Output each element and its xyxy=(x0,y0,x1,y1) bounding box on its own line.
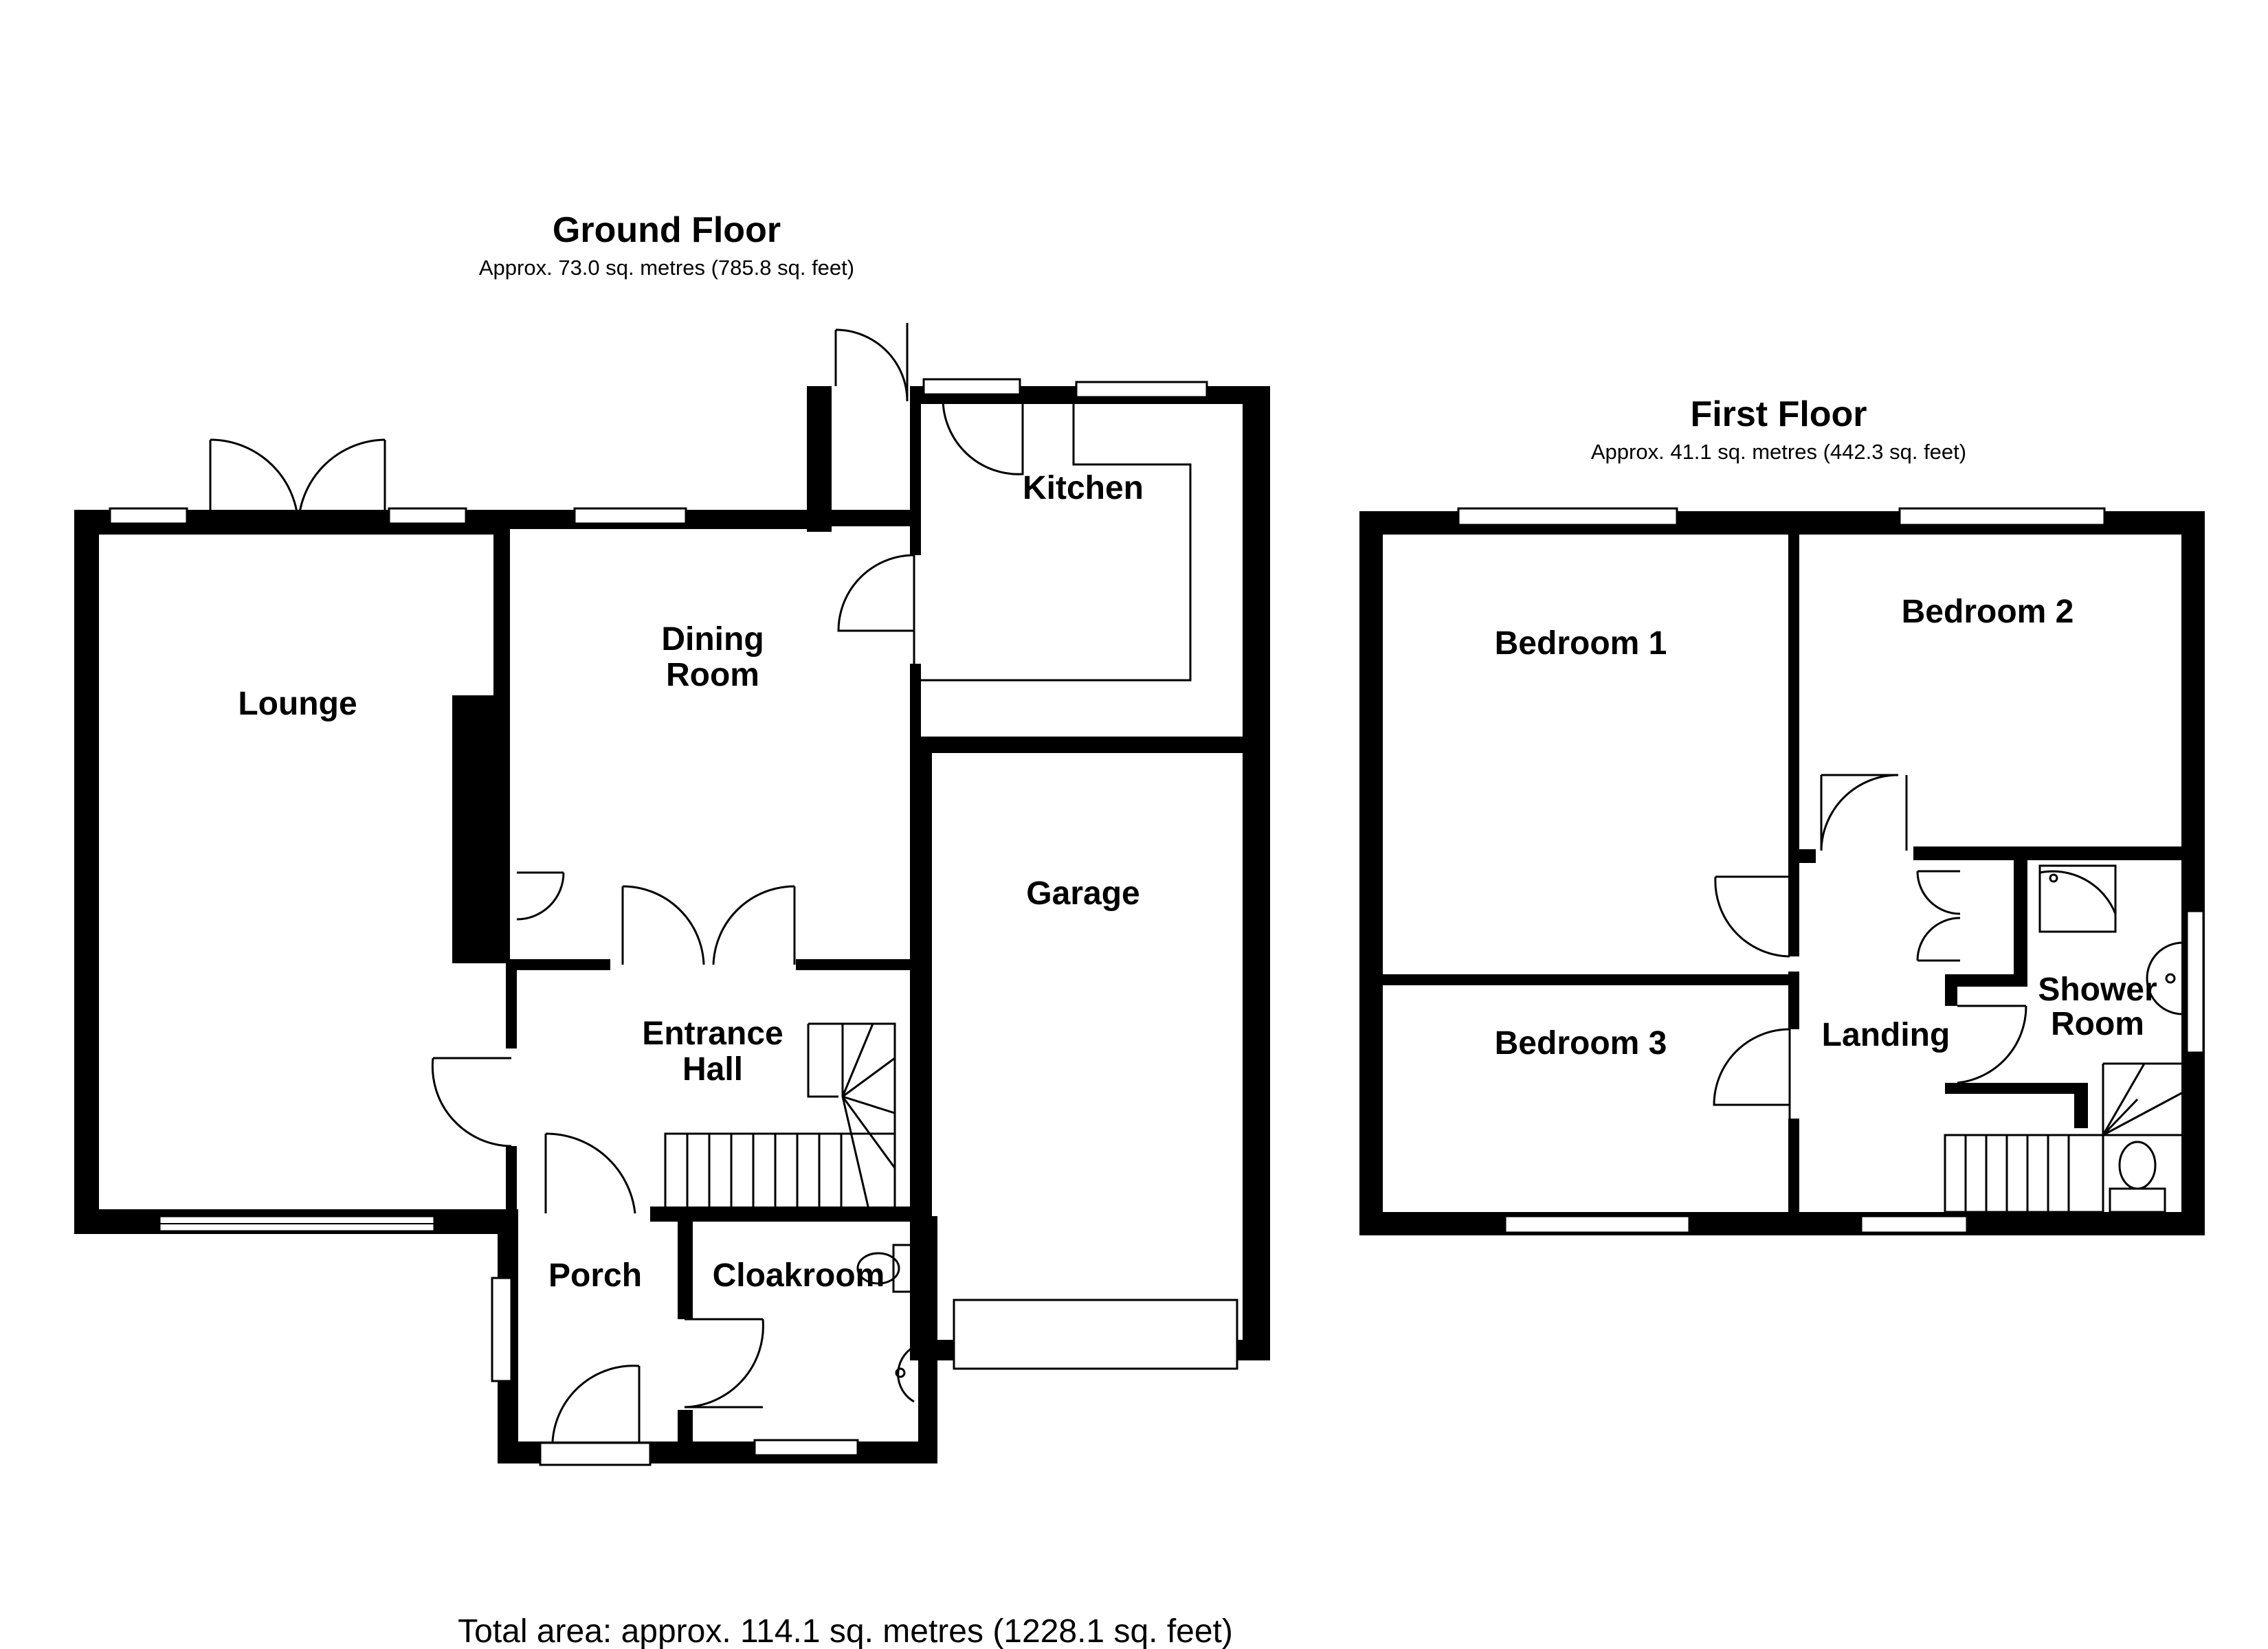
room-label-kitchen: Kitchen xyxy=(1023,470,1144,506)
lounge-east-wall-mid xyxy=(506,963,517,1048)
room-label-entrance-1: Entrance xyxy=(642,1016,783,1052)
first-east-wall xyxy=(2181,511,2205,1235)
room-label-dining-1: Dining xyxy=(661,621,764,658)
bedroom2-door xyxy=(1820,774,1908,851)
hall-south-wall xyxy=(650,1207,932,1222)
bedroom3-door xyxy=(1713,1028,1791,1119)
bed2-door-jamb-left xyxy=(1788,849,1816,863)
ground-floor-title: Ground Floor xyxy=(553,210,781,250)
ground-floor-area: Approx. 73.0 sq. metres (785.8 sq. feet) xyxy=(479,256,854,280)
cupboard-east-wall xyxy=(2014,860,2027,983)
bedroom1-window xyxy=(1457,507,1678,526)
cloakroom-east-wall xyxy=(918,1216,937,1458)
room-label-landing: Landing xyxy=(1822,1017,1950,1053)
total-area: Total area: approx. 114.1 sq. metres (12… xyxy=(458,1613,1233,1649)
landing-west-wall-upper xyxy=(1788,863,1799,956)
first-west-wall xyxy=(1359,511,1383,1235)
kitchen-worktop xyxy=(921,399,1192,682)
shower-tray xyxy=(2038,864,2117,933)
first-floor-plan: First Floor Approx. 41.1 sq. metres (442… xyxy=(1359,394,2205,1235)
room-label-bedroom3: Bedroom 3 xyxy=(1495,1025,1667,1062)
room-label-porch: Porch xyxy=(548,1257,642,1294)
shower-room-door xyxy=(1957,1005,2027,1084)
hall-west-door xyxy=(431,1057,512,1147)
room-label-bedroom1: Bedroom 1 xyxy=(1495,625,1667,662)
room-label-entrance-2: Hall xyxy=(682,1051,743,1088)
first-floor-area: Approx. 41.1 sq. metres (442.3 sq. feet) xyxy=(1591,440,1966,464)
room-label-lounge: Lounge xyxy=(238,686,357,722)
dining-east-wall-top xyxy=(910,386,921,555)
room-label-bedroom2: Bedroom 2 xyxy=(1902,594,2074,630)
hall-east-wall xyxy=(910,959,932,1213)
porch-front-door xyxy=(551,1365,641,1442)
stairs-ground xyxy=(664,1022,896,1211)
kitchen-step-wall xyxy=(807,386,832,532)
bed1-bed2-wall xyxy=(1788,535,1799,863)
garage-east-wall xyxy=(1243,386,1270,1360)
front-door-threshold xyxy=(539,1442,652,1466)
shower-stair-stub xyxy=(2074,1083,2088,1128)
entrance-french-doors xyxy=(621,885,796,965)
cloakroom-door xyxy=(684,1318,764,1409)
bed1-bed3-wall xyxy=(1383,974,1797,985)
shower-wall-stub-lower xyxy=(1945,1083,1957,1094)
shower-south-wall xyxy=(1957,1083,2074,1094)
lounge-french-doors xyxy=(209,438,386,528)
landing-west-wall-mid xyxy=(1788,972,1799,1029)
landing-window xyxy=(1860,1215,1968,1234)
bed2-south-wall xyxy=(1913,846,2188,860)
cupboard-south-wall xyxy=(1945,974,2027,987)
porch-inner-door xyxy=(544,1132,636,1214)
lounge-window-north-left xyxy=(109,507,188,525)
cloakroom-west-wall-upper xyxy=(678,1216,693,1319)
porch-window xyxy=(491,1277,513,1382)
dining-door-east xyxy=(837,554,915,664)
shower-wc xyxy=(2109,1141,2166,1213)
kitchen-south-wall xyxy=(917,737,1254,753)
room-label-cloakroom: Cloakroom xyxy=(713,1257,885,1294)
room-label-shower-2: Room xyxy=(2051,1006,2144,1042)
first-floor-title: First Floor xyxy=(1690,394,1867,434)
garage-door xyxy=(953,1299,1238,1370)
kitchen-back-door-frame xyxy=(922,378,1021,396)
first-south-wall xyxy=(1359,1212,2205,1235)
kitchen-window xyxy=(1075,381,1208,399)
lounge-east-wall-upper xyxy=(493,510,510,695)
shower-window xyxy=(2186,910,2205,1054)
room-label-shower-1: Shower xyxy=(2038,972,2157,1008)
lounge-window-north-right xyxy=(388,507,467,525)
kitchen-step-base xyxy=(807,510,917,526)
lounge-west-wall xyxy=(74,510,99,1234)
shower-basin xyxy=(2146,941,2183,1016)
bedroom2-window xyxy=(1898,507,2106,526)
kitchen-back-door xyxy=(834,323,1024,475)
bedroom1-door xyxy=(1714,875,1790,958)
cloakroom-basin xyxy=(895,1345,915,1403)
bedroom3-window xyxy=(1504,1215,1691,1234)
shower-wall-stub xyxy=(1945,987,1957,1006)
chimney-breast xyxy=(452,695,510,963)
room-label-dining-2: Room xyxy=(666,657,759,693)
dining-window xyxy=(573,507,687,525)
dining-south-wall-right xyxy=(796,959,921,970)
room-label-garage: Garage xyxy=(1026,875,1139,912)
dining-south-wall-left xyxy=(507,959,610,970)
stairs-first xyxy=(1944,1062,2183,1213)
cloakroom-wc xyxy=(856,1244,915,1293)
dining-door-west xyxy=(516,871,565,921)
ground-floor-plan: Ground Floor Approx. 73.0 sq. metres (78… xyxy=(74,210,1270,1466)
cupboard-doors xyxy=(1916,870,1961,962)
landing-west-wall-lower xyxy=(1788,1119,1799,1215)
cloakroom-window xyxy=(753,1439,859,1457)
cloakroom-west-wall-lower xyxy=(678,1410,693,1458)
